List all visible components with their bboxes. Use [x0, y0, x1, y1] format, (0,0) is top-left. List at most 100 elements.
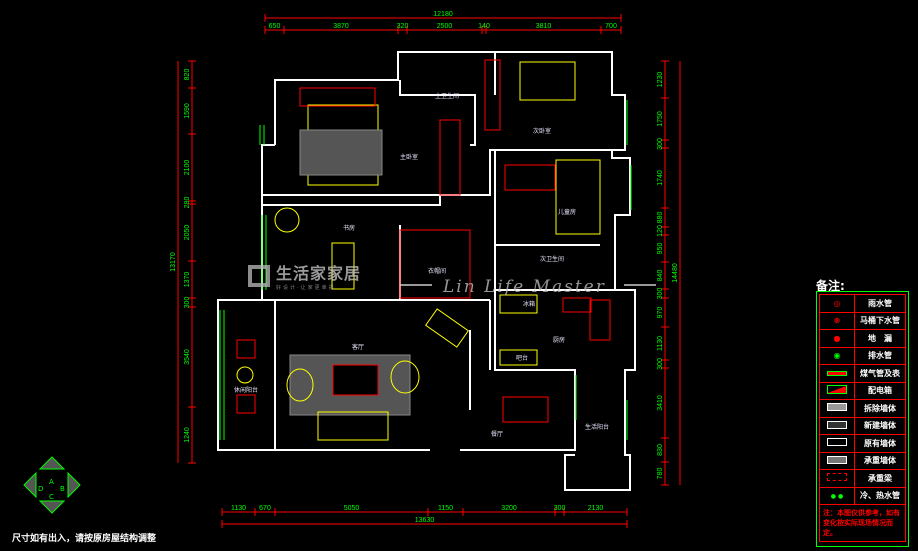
dimension-label: 2100: [184, 160, 191, 176]
legend-row: ⊗马桶下水管: [819, 311, 906, 330]
room-labels: 主卫生间 主卧室 次卧室 儿童房 书房 衣帽间 次卫生间 冰箱 厨房 吧台 餐厅…: [234, 92, 609, 438]
legend-label: 原有墙体: [854, 434, 906, 453]
dimension-label: 840: [657, 270, 664, 282]
room-label: 客厅: [352, 343, 364, 351]
legend-row: 承重墙体: [819, 451, 906, 470]
dimension-label: 13630: [415, 517, 435, 524]
dimension-label: 780: [657, 468, 664, 480]
dimension-label: 12180: [433, 11, 453, 18]
dimension-label: 2130: [588, 505, 604, 512]
wardrobe: [399, 229, 471, 299]
legend-row: 煤气管及表: [819, 364, 906, 383]
room-label: 厨房: [553, 336, 565, 344]
legend-label: 承重墙体: [854, 451, 906, 470]
legend-table: ◎雨水管⊗马桶下水管●地 漏◉排水管煤气管及表配电箱拆除墙体新建墙体原有墙体承重…: [819, 294, 906, 505]
dining-table: [502, 396, 549, 423]
dimension-label: 670: [259, 505, 271, 512]
beam-icon: [819, 469, 855, 488]
legend-row: 承重梁: [819, 469, 906, 488]
dimension-label: 3810: [536, 23, 552, 30]
compass-icon: A B C D: [23, 456, 81, 514]
dimension-label: 830: [657, 444, 664, 456]
stove: [562, 297, 592, 313]
room-label: 衣帽间: [428, 267, 446, 275]
legend-label: 排水管: [854, 346, 906, 365]
dimension-label: 320: [397, 23, 409, 30]
dimension-label: 140: [478, 23, 490, 30]
dimension-label: 970: [657, 307, 664, 319]
dimension-label: 1590: [184, 103, 191, 119]
room-label: 吧台: [516, 354, 528, 362]
legend-label: 冷、热水管: [854, 486, 906, 505]
legend: ◎雨水管⊗马桶下水管●地 漏◉排水管煤气管及表配电箱拆除墙体新建墙体原有墙体承重…: [816, 291, 909, 547]
dimension-label: 2050: [184, 225, 191, 241]
legend-label: 拆除墙体: [854, 399, 906, 418]
legend-label: 承重梁: [854, 469, 906, 488]
dimension-label: 14480: [672, 263, 679, 283]
brand-watermark: 生活家家居 好设计·让家更幸福: [248, 260, 361, 291]
dimension-label: 120: [657, 225, 664, 237]
dimension-label: 300: [554, 505, 566, 512]
legend-row: ◉排水管: [819, 346, 906, 365]
legend-row: ◎雨水管: [819, 294, 906, 313]
room-label: 冰箱: [523, 300, 535, 308]
dimension-label: 650: [269, 23, 281, 30]
legend-label: 配电箱: [854, 381, 906, 400]
armchair: [286, 368, 314, 402]
second-bed: [519, 61, 576, 101]
legend-row: ●地 漏: [819, 329, 906, 348]
dimension-label: 3870: [333, 23, 349, 30]
compass-b: B: [60, 485, 65, 493]
room-label: 书房: [343, 224, 355, 232]
dimension-label: 1750: [657, 111, 664, 127]
bar-counter: [499, 349, 538, 366]
script-watermark: Lin Life Master: [443, 277, 606, 297]
room-label: 次卫生间: [540, 255, 564, 263]
brand-name: 生活家家居: [276, 264, 362, 283]
walls: [217, 51, 636, 491]
kids-bed: [555, 159, 601, 235]
legend-row: 配电箱: [819, 381, 906, 400]
legend-label: 煤气管及表: [854, 364, 906, 383]
dimension-label: 300: [657, 358, 664, 370]
footer-note: 尺寸如有出入，请按原房屋结构调整: [12, 534, 157, 544]
legend-note: 注：本图仅供参考，如有变化按实际现场情况而定。: [819, 505, 906, 542]
dimension-label: 3540: [184, 349, 191, 365]
room-label: 主卧室: [400, 153, 418, 161]
dimension-label: 820: [184, 69, 191, 81]
toilet-drain-icon: ⊗: [819, 311, 855, 330]
dimension-label: 1240: [184, 427, 191, 443]
gas-pipe-icon: [819, 364, 855, 383]
legend-label: 地 漏: [854, 329, 906, 348]
dimension-label: 1370: [184, 272, 191, 288]
brand-slogan: 好设计·让家更幸福: [276, 285, 336, 291]
room-label: 休闲阳台: [234, 386, 258, 394]
rain-pipe-icon: ◎: [819, 294, 855, 313]
dimension-label: 3410: [657, 395, 664, 411]
tv-cabinet: [425, 308, 469, 348]
legend-row: ● ●冷、热水管: [819, 486, 906, 505]
dimension-label: 700: [605, 23, 617, 30]
new-wall-icon: [819, 416, 855, 435]
existing-wall-icon: [819, 434, 855, 453]
armchair: [390, 360, 420, 394]
dimension-label: 280: [184, 197, 191, 209]
room-label: 生活阳台: [585, 423, 609, 431]
legend-title: 备注:: [816, 279, 845, 293]
coffee-table: [332, 364, 379, 396]
legend-label: 雨水管: [854, 294, 906, 313]
logo-icon: [248, 264, 270, 287]
water-pipe-icon: ● ●: [819, 486, 855, 505]
legend-row: 新建墙体: [819, 416, 906, 435]
compass-c: C: [49, 493, 54, 501]
room-label: 餐厅: [491, 430, 503, 438]
dimension-label: 880: [657, 212, 664, 224]
legend-row: 拆除墙体: [819, 399, 906, 418]
dimension-label: 1150: [438, 505, 453, 512]
floor-drain-icon: ●: [819, 329, 855, 348]
furniture: [236, 59, 611, 441]
legend-row: 原有墙体: [819, 434, 906, 453]
compass-d: D: [38, 485, 43, 493]
